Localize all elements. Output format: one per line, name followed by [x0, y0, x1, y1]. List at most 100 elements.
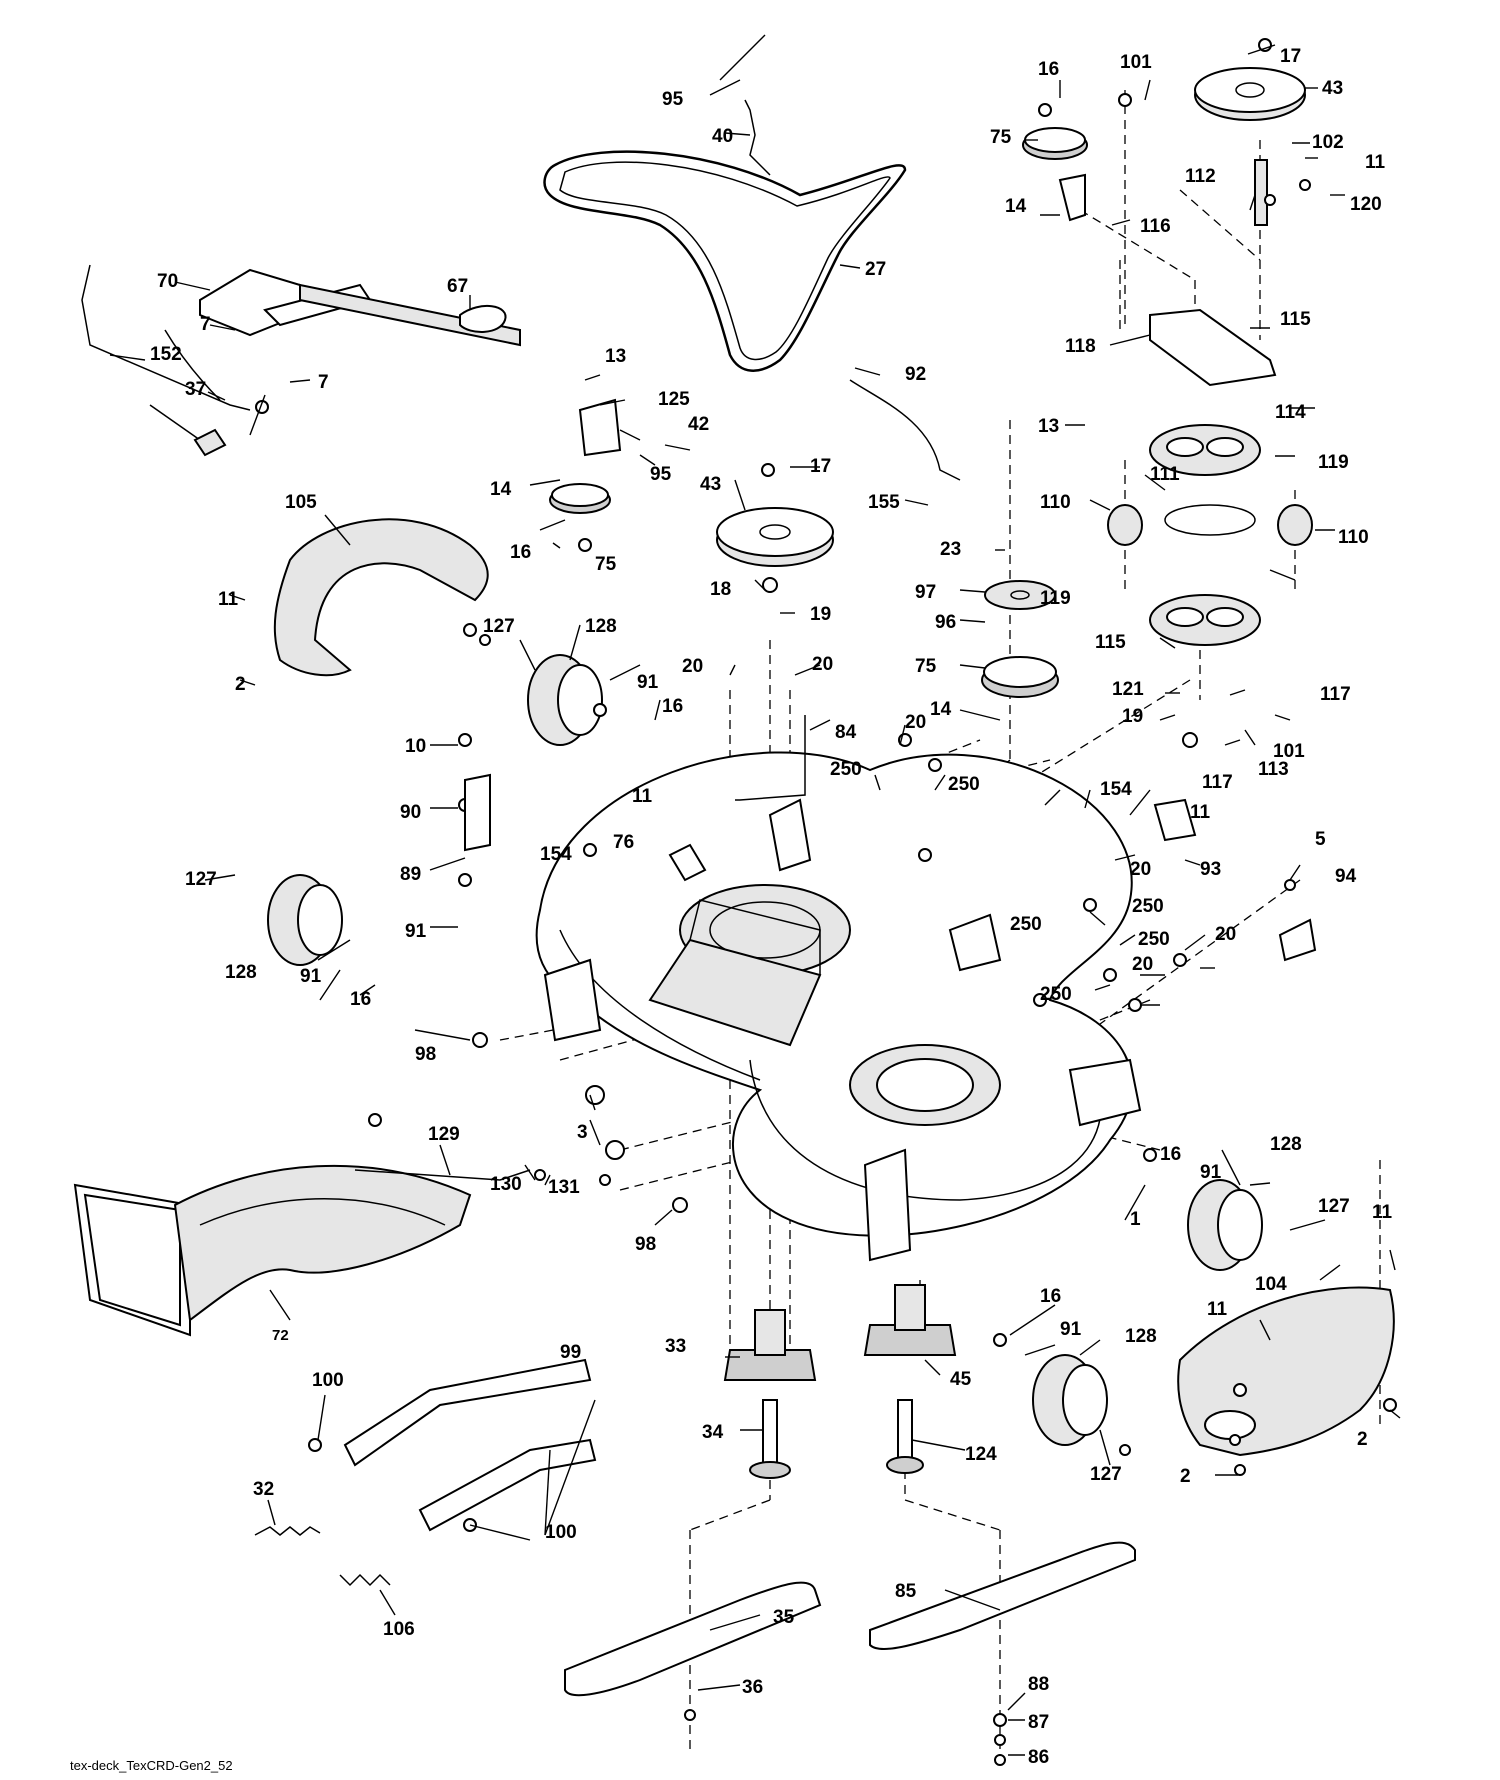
gearbox	[1107, 159, 1313, 646]
callout-119: 119	[1040, 588, 1071, 609]
callout-116: 116	[1140, 216, 1171, 237]
callout-85: 85	[895, 1581, 917, 1602]
gauge-wheels	[267, 654, 1263, 1446]
callout-250: 250	[1138, 929, 1170, 950]
callout-16: 16	[1040, 1286, 1061, 1307]
callout-121: 121	[1112, 679, 1144, 700]
callout-16: 16	[350, 989, 371, 1010]
callout-112: 112	[1185, 166, 1216, 187]
callout-115: 115	[1095, 632, 1126, 653]
callout-100: 100	[312, 1370, 344, 1391]
callout-2: 2	[1357, 1429, 1368, 1450]
callout-117: 117	[1202, 772, 1233, 793]
callout-34: 34	[702, 1422, 724, 1443]
callout-125: 125	[658, 389, 690, 410]
callout-43: 43	[1322, 78, 1343, 99]
callout-20: 20	[1130, 859, 1151, 880]
callout-106: 106	[383, 1619, 415, 1640]
lift-bracket-assembly	[81, 264, 521, 457]
callout-14: 14	[490, 479, 512, 500]
left-blade	[564, 1581, 822, 1697]
callout-75: 75	[595, 554, 617, 575]
callout-17: 17	[1280, 46, 1301, 67]
left-belt-shield	[273, 518, 489, 677]
callout-96: 96	[935, 612, 956, 633]
callout-76: 76	[613, 832, 634, 853]
callout-20: 20	[1132, 954, 1153, 975]
callout-11: 11	[1207, 1299, 1228, 1320]
callout-250: 250	[1010, 914, 1042, 935]
callout-88: 88	[1028, 1674, 1049, 1695]
callout-7: 7	[318, 372, 329, 393]
callout-75: 75	[990, 127, 1012, 148]
leader-lines	[109, 34, 1401, 1756]
callout-250: 250	[1040, 984, 1072, 1005]
callout-14: 14	[1005, 196, 1027, 217]
callout-32: 32	[253, 1479, 274, 1500]
callout-127: 127	[483, 616, 515, 637]
part-callouts: 17 43 16 101 75 102 11 112 14 116 120 11…	[150, 46, 1393, 1768]
callout-23: 23	[940, 539, 961, 560]
callout-37: 37	[185, 379, 206, 400]
callout-16: 16	[662, 696, 683, 717]
callout-110: 110	[1338, 527, 1369, 548]
callout-27: 27	[865, 259, 886, 280]
callout-97: 97	[915, 582, 936, 603]
callout-19: 19	[1122, 706, 1143, 727]
callout-95: 95	[662, 89, 684, 110]
callout-7: 7	[200, 314, 211, 335]
callout-98: 98	[415, 1044, 436, 1065]
callout-93: 93	[1200, 859, 1221, 880]
callout-115: 115	[1280, 309, 1311, 330]
callout-100: 100	[545, 1522, 577, 1543]
callout-35: 35	[773, 1607, 795, 1628]
callout-16: 16	[1160, 1144, 1181, 1165]
callout-113: 113	[1258, 759, 1289, 780]
callout-91: 91	[405, 921, 427, 942]
callout-120: 120	[1350, 194, 1382, 215]
callout-250: 250	[830, 759, 862, 780]
discharge-chute	[73, 1164, 472, 1337]
right-blade	[869, 1541, 1136, 1651]
callout-130: 130	[490, 1174, 522, 1195]
callout-118: 118	[1065, 336, 1096, 357]
callout-13: 13	[605, 346, 626, 367]
deck-housing	[535, 751, 1142, 1262]
callout-111: 111	[1150, 464, 1180, 485]
callout-13: 13	[1038, 416, 1059, 437]
callout-91: 91	[1200, 1162, 1222, 1183]
callout-127: 127	[1318, 1196, 1350, 1217]
callout-101: 101	[1273, 741, 1305, 762]
callout-11: 11	[1365, 152, 1386, 173]
callout-128: 128	[1270, 1134, 1302, 1155]
callout-98: 98	[635, 1234, 656, 1255]
callout-128: 128	[585, 616, 617, 637]
callout-127: 127	[1090, 1464, 1122, 1485]
callout-90: 90	[400, 802, 421, 823]
callout-94: 94	[1335, 866, 1357, 887]
callout-128: 128	[1125, 1326, 1157, 1347]
callout-14: 14	[930, 699, 952, 720]
callout-110: 110	[1040, 492, 1071, 513]
callout-20: 20	[1215, 924, 1236, 945]
drawing-reference-label: tex-deck_TexCRD-Gen2_52	[70, 1758, 233, 1773]
callout-91: 91	[300, 966, 322, 987]
callout-72: 72	[272, 1327, 289, 1344]
callout-42: 42	[688, 414, 709, 435]
callout-18: 18	[710, 579, 731, 600]
callout-152: 152	[150, 344, 182, 365]
callout-11: 11	[1190, 802, 1211, 823]
callout-102: 102	[1312, 132, 1344, 153]
drive-belt	[543, 150, 907, 372]
callout-20: 20	[812, 654, 833, 675]
callout-84: 84	[835, 722, 857, 743]
callout-119: 119	[1318, 452, 1349, 473]
callout-91: 91	[637, 672, 659, 693]
callout-117: 117	[1320, 684, 1351, 705]
callout-45: 45	[950, 1369, 972, 1390]
callout-91: 91	[1060, 1319, 1082, 1340]
callout-101: 101	[1120, 52, 1152, 73]
callout-2: 2	[235, 674, 246, 695]
callout-105: 105	[285, 492, 317, 513]
callout-92: 92	[905, 364, 926, 385]
